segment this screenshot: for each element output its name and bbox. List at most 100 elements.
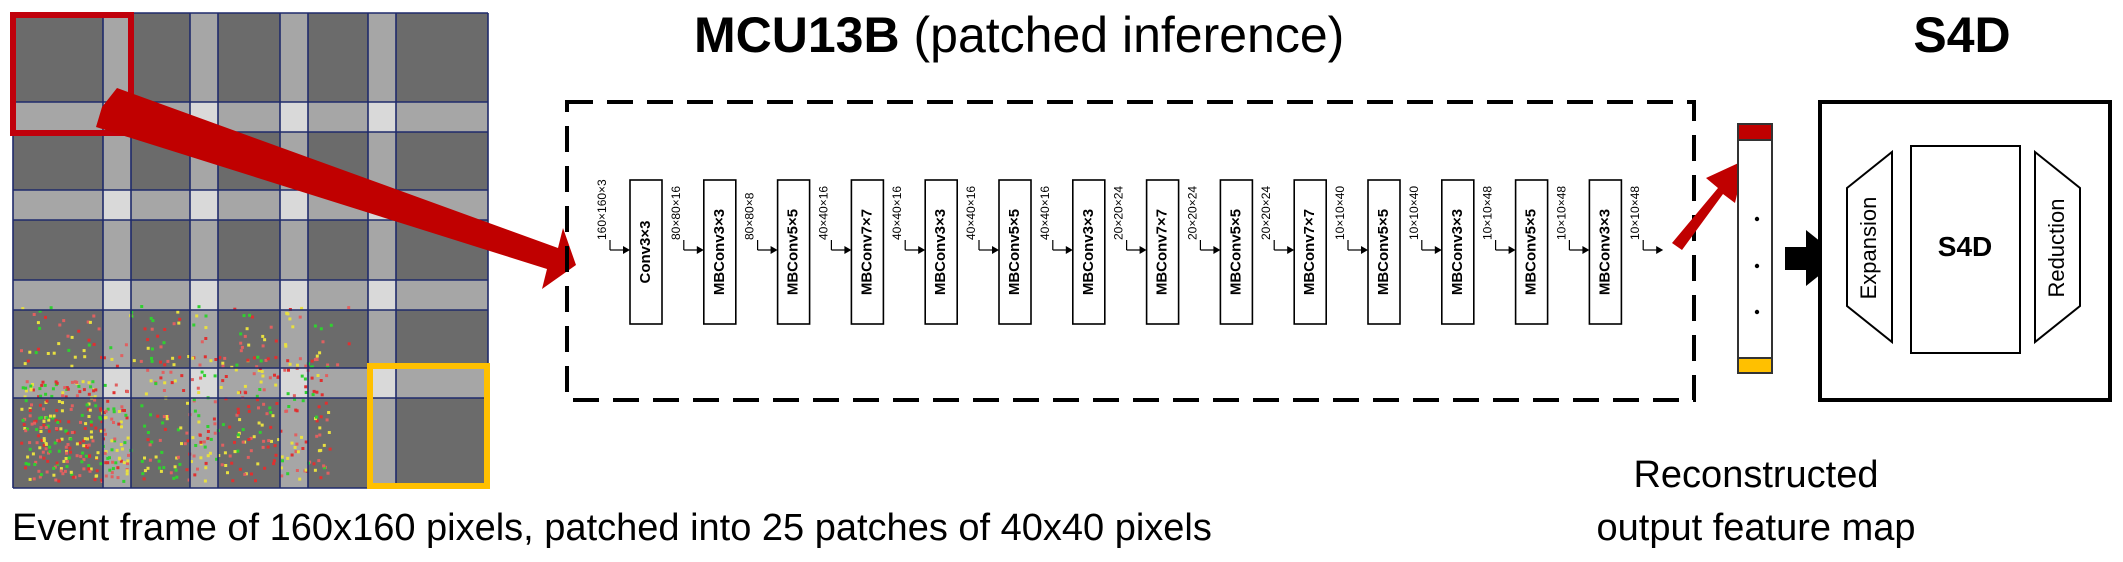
event-point [157,459,161,463]
event-point [244,391,248,395]
event-point [160,450,164,454]
layer-label: MBConv5×5 [785,209,802,295]
event-point [258,430,262,434]
event-point [149,413,152,417]
event-point [25,427,29,431]
event-point [238,467,242,471]
event-point [177,321,181,325]
event-point [39,455,42,459]
event-point [89,385,93,389]
event-point [139,359,143,363]
event-point [98,416,102,419]
event-point [221,379,225,383]
event-point [99,429,103,433]
event-point [78,441,82,445]
event-point [65,451,69,455]
event-point [255,365,259,369]
event-point [239,341,243,345]
event-point [52,351,56,355]
event-point [150,356,153,360]
event-point [279,429,283,433]
feature-map-dot [1754,309,1760,315]
overlap-intersection [280,368,308,398]
event-point [66,334,70,338]
event-point [82,467,86,471]
event-point [63,469,67,473]
event-point [39,430,43,433]
output-shape-label: 10×10×48 [1628,186,1642,240]
event-point [82,444,86,448]
network-container [565,100,1696,402]
event-point [288,317,292,321]
event-point [263,338,267,342]
event-point [110,439,114,443]
event-point [61,391,65,395]
event-point [44,442,48,446]
event-point [158,438,162,442]
layer-arrow-head [992,246,999,254]
event-point [100,356,104,359]
event-point [68,446,72,450]
event-point [169,471,173,475]
event-point [44,392,48,396]
layer-arrow-head [1582,246,1590,254]
event-point [316,374,320,377]
event-point [109,346,113,350]
event-point [186,439,190,443]
featuremap-to-s4d-arrow [1785,230,1841,286]
event-point [274,356,278,359]
event-point [300,435,303,439]
event-point [347,306,351,310]
event-point [55,409,59,412]
event-point [28,447,32,451]
event-point [42,423,46,427]
event-point [104,450,108,454]
event-point [310,359,314,363]
event-point [50,394,54,398]
layer-box [776,179,811,325]
event-point [272,462,276,466]
network-title-rest: (patched inference) [900,7,1345,63]
event-point [44,426,48,429]
event-point [26,359,30,363]
layer-box [1367,179,1401,325]
event-point [89,430,93,434]
event-point [47,418,51,422]
event-point [271,414,275,418]
event-point [221,364,225,368]
event-point [23,427,27,430]
event-point [66,443,70,446]
event-point [56,420,60,424]
layer-label: MBConv3×3 [1080,209,1097,295]
event-point [313,324,317,328]
event-point [124,413,128,417]
event-point [83,355,87,359]
event-point [65,460,69,464]
expansion-label: Expansion [1856,197,1881,300]
event-point [247,409,251,413]
expansion-block [1846,149,1893,345]
layer-box [1293,179,1327,325]
event-point [156,334,160,338]
event-point [324,401,328,405]
event-point [77,384,81,388]
layer-label: MBConv3×3 [1449,209,1466,295]
event-point [67,348,71,352]
event-point [64,445,68,449]
overlap-band [280,13,308,488]
event-point [79,454,83,458]
event-point [258,388,262,391]
event-point [47,429,51,433]
event-frame [10,12,490,489]
event-point [58,439,61,443]
layer-box [629,179,663,325]
event-point [40,383,44,387]
event-point [198,363,202,367]
event-point [78,474,82,478]
event-point [241,428,245,432]
event-point [69,450,72,454]
event-point [296,450,300,454]
event-point [24,399,28,403]
event-point [104,474,108,478]
event-point [277,438,281,442]
